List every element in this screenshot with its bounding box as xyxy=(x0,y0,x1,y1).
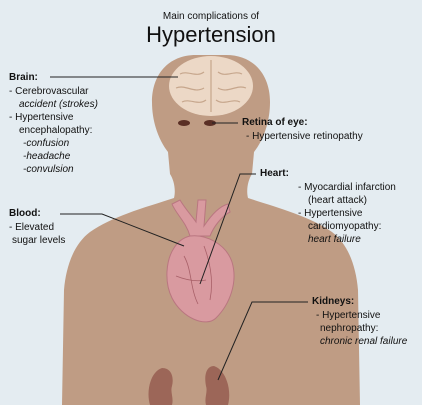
brain-item2-cont: encephalopathy: xyxy=(19,125,92,138)
title-subtitle: Main complications of xyxy=(0,11,422,22)
left-eye xyxy=(178,120,190,126)
heart-heading: Heart: xyxy=(260,168,289,181)
heart-item2: - Hypertensive xyxy=(298,208,362,221)
kidneys-item1: - Hypertensive xyxy=(316,310,380,323)
title-main: Hypertension xyxy=(0,22,422,48)
blood-item1: - Elevated xyxy=(9,222,54,235)
kidneys-heading: Kidneys: xyxy=(312,296,354,309)
brain-item2: - Hypertensive xyxy=(9,112,73,125)
blood-heading: Blood: xyxy=(9,208,41,221)
brain-symptom: -headache xyxy=(23,151,70,164)
brain-symptom: -confusion xyxy=(23,138,69,151)
retina-item1: - Hypertensive retinopathy xyxy=(246,131,363,144)
blood-item1-cont: sugar levels xyxy=(12,235,65,248)
kidneys-item1-cont: nephropathy: xyxy=(320,323,378,336)
heart-item2-cont: cardiomyopathy: xyxy=(308,221,381,234)
brain-item1: - Cerebrovascular xyxy=(9,86,88,99)
brain-symptom: -convulsion xyxy=(23,164,74,177)
retina-heading: Retina of eye: xyxy=(242,117,308,130)
brain-item1-detail: accident (strokes) xyxy=(19,99,98,112)
heart-item1-cont: (heart attack) xyxy=(308,195,367,208)
brain xyxy=(169,56,253,116)
heart-item2-detail: heart failure xyxy=(308,234,361,247)
brain-heading: Brain: xyxy=(9,72,38,85)
heart-item1: - Myocardial infarction xyxy=(298,182,396,195)
kidneys-item1-detail: chronic renal failure xyxy=(320,336,407,349)
